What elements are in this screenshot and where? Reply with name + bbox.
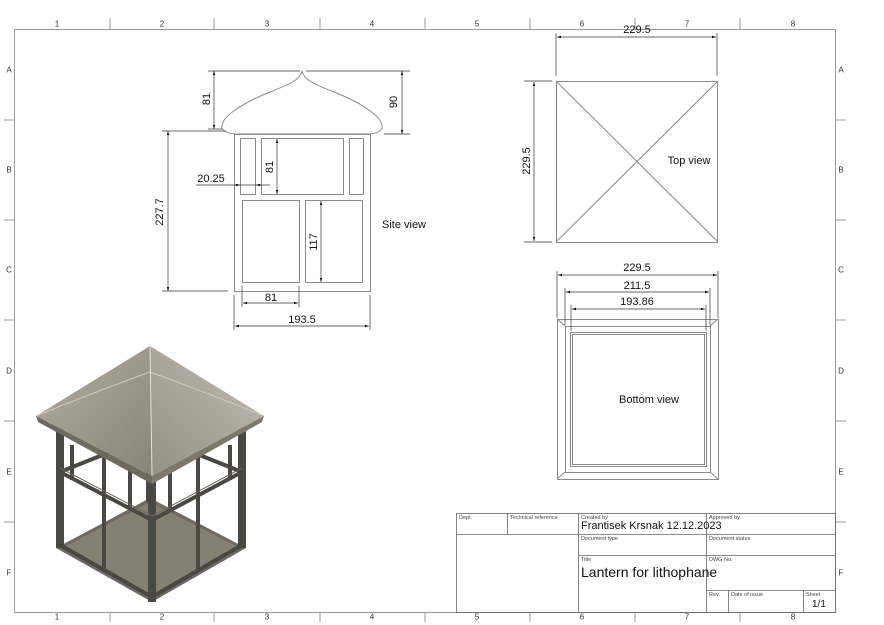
zone-row-d-right: D	[838, 366, 844, 376]
zone-row-a-right: A	[838, 65, 844, 75]
zone-row-c: C	[6, 265, 12, 275]
top-view-label: Top view	[667, 155, 711, 167]
rev-label: Rev.	[709, 592, 720, 598]
bottom-view-dimensions	[556, 271, 719, 331]
zone-col-5-bottom: 5	[474, 612, 480, 622]
zone-row-d: D	[6, 366, 12, 376]
zone-row-e: E	[6, 467, 12, 477]
zone-col-2: 2	[159, 19, 165, 29]
date-of-issue-label: Date of issue	[731, 592, 764, 598]
zone-col-1-bottom: 1	[54, 612, 60, 622]
zone-col-1: 1	[54, 19, 60, 29]
zone-col-8: 8	[790, 19, 796, 29]
sheet-label: Sheet	[806, 592, 821, 598]
zone-col-2-bottom: 2	[159, 612, 165, 622]
zone-col-4: 4	[369, 19, 375, 29]
site-view-label: Site view	[381, 219, 427, 231]
dim-bottom-middle-width: 211.5	[623, 280, 651, 292]
zone-row-b-right: B	[838, 165, 844, 175]
site-view-drawing	[221, 70, 383, 292]
zone-row-a: A	[6, 65, 12, 75]
zone-col-3: 3	[264, 19, 270, 29]
zone-col-6-bottom: 6	[579, 612, 585, 622]
zone-row-e-right: E	[838, 467, 844, 477]
sheet-frame	[4, 18, 846, 622]
title-value: Lantern for lithophane	[581, 564, 718, 580]
zone-row-c-right: C	[838, 265, 844, 275]
title-block-frame	[456, 513, 836, 613]
dim-lower-window-width: 81	[264, 292, 278, 304]
dim-body-height: 227.7	[154, 198, 166, 226]
zone-row-f-right: F	[838, 568, 844, 578]
bottom-view-label: Bottom view	[619, 394, 679, 406]
dim-bottom-inner-width: 193.86	[620, 296, 654, 308]
dept-label: Dept.	[459, 515, 473, 521]
top-view-drawing	[555, 80, 719, 243]
created-by-value: Frantisek Krsnak 12.12.2023	[581, 520, 722, 532]
zone-col-7-bottom: 7	[684, 612, 690, 622]
zone-col-3-bottom: 3	[264, 612, 270, 622]
dim-upper-window-height: 81	[264, 160, 276, 174]
dim-side-bar-width: 20.25	[197, 173, 225, 185]
approved-by-label: Approved by	[709, 515, 740, 521]
document-type-label: Document type	[581, 536, 618, 542]
site-view-dimensions	[162, 70, 410, 330]
top-view-dimensions	[524, 33, 718, 243]
zone-col-4-bottom: 4	[369, 612, 375, 622]
dim-top-width: 229.5	[623, 24, 651, 36]
dim-top-height: 90	[388, 95, 400, 109]
zone-col-7: 7	[684, 19, 690, 29]
dim-bottom-outer-width: 229.5	[623, 262, 651, 274]
technical-reference-label: Technical reference	[510, 515, 558, 521]
zone-col-6: 6	[579, 19, 585, 29]
dwg-no-label: DWG No.	[709, 557, 733, 563]
dim-lower-window-height: 117	[308, 233, 320, 251]
sheet-value: 1/1	[812, 599, 826, 610]
bottom-view-drawing	[556, 318, 719, 480]
zone-row-b: B	[6, 165, 12, 175]
title-label: Title	[581, 557, 592, 563]
zone-row-f: F	[6, 568, 12, 578]
dim-dome-height: 81	[201, 92, 213, 106]
created-by-label: Created by	[581, 515, 608, 521]
document-status-label: Document status	[709, 536, 751, 542]
zone-col-8-bottom: 8	[790, 612, 796, 622]
dim-body-width: 193.5	[288, 314, 316, 326]
dim-top-height: 229.5	[521, 147, 533, 175]
zone-col-5: 5	[474, 19, 480, 29]
iso-view-render	[35, 345, 265, 602]
